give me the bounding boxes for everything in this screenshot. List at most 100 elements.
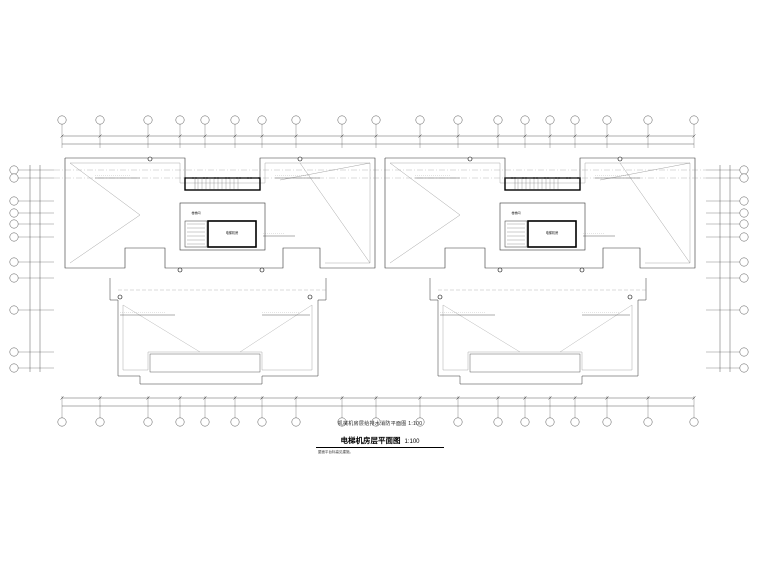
roof-slope <box>279 162 371 181</box>
axis-bubble <box>200 417 210 427</box>
axis-bubble <box>337 417 347 427</box>
dimension-tick <box>98 134 102 138</box>
drain-marker <box>497 267 503 273</box>
axis-bubble <box>453 115 463 125</box>
terrace-outline <box>109 278 327 385</box>
axis-bubble <box>643 417 653 427</box>
dimension-tick <box>573 134 577 138</box>
dimension-tick <box>418 396 422 400</box>
terrace-slope <box>442 304 521 353</box>
axis-bubble <box>415 417 425 427</box>
roof-slope <box>299 162 371 264</box>
dimension-tick <box>605 134 609 138</box>
roof-slope <box>389 214 461 264</box>
drain-marker <box>437 294 443 300</box>
dimension-tick <box>374 134 378 138</box>
axis-bubble <box>143 115 153 125</box>
axis-bubble <box>602 417 612 427</box>
axis-bubble <box>739 219 749 229</box>
stair-room-wall <box>184 220 208 248</box>
machine-room-wall <box>207 220 257 248</box>
axis-bubble <box>453 417 463 427</box>
axis-bubble <box>9 232 19 242</box>
dimension-tick <box>548 396 552 400</box>
roof-slope <box>389 162 461 216</box>
drain-marker <box>307 294 313 300</box>
axis-bubble <box>9 165 19 175</box>
drain-marker <box>467 156 473 162</box>
axis-bubble <box>291 417 301 427</box>
dimension-tick <box>646 134 650 138</box>
terrace-parapet <box>122 305 313 371</box>
drain-marker <box>297 156 303 162</box>
dimension-tick <box>146 396 150 400</box>
core-top-wall <box>184 177 261 191</box>
dimension-tick <box>233 134 237 138</box>
dimension-tick <box>233 396 237 400</box>
axis-bubble <box>257 115 267 125</box>
axis-bubble <box>371 115 381 125</box>
axis-bubble <box>493 115 503 125</box>
axis-bubble <box>9 196 19 206</box>
roof-parapet <box>390 162 691 264</box>
bottom-axis-bubbles <box>57 396 699 427</box>
axis-bubble <box>739 363 749 373</box>
terrace-slope <box>239 304 313 353</box>
drain-marker <box>617 156 623 162</box>
machine-room-wall <box>527 220 577 248</box>
core-wall <box>499 202 586 251</box>
roof-slope <box>69 214 141 264</box>
drain-marker <box>147 156 153 162</box>
top-axis-bubbles <box>57 115 699 148</box>
drain-marker <box>259 267 265 273</box>
dimension-tick <box>646 396 650 400</box>
terrace-outline <box>429 278 647 385</box>
axis-bubble <box>95 417 105 427</box>
core-top-wall <box>504 177 581 191</box>
axis-bubble <box>545 115 555 125</box>
dimension-tick <box>573 396 577 400</box>
drain-marker <box>579 267 585 273</box>
room-label-machine: 电梯机房 <box>226 230 239 235</box>
terrace-slope <box>559 304 633 353</box>
room-label-machine: 电梯机房 <box>546 230 559 235</box>
axis-bubble <box>570 115 580 125</box>
drawing-subtitle: 机械机房层给排水消防平面图 1:100 <box>337 421 423 427</box>
axis-bubble <box>739 165 749 175</box>
terrace-slope <box>122 304 201 353</box>
dimension-tick <box>374 396 378 400</box>
axis-bubble <box>9 273 19 283</box>
drain-marker <box>627 294 633 300</box>
axis-bubble <box>175 115 185 125</box>
roof-parapet <box>70 162 371 264</box>
axis-bubble <box>570 417 580 427</box>
dimension-tick <box>60 396 64 400</box>
dimension-tick <box>260 134 264 138</box>
dimension-tick <box>523 396 527 400</box>
axis-bubble <box>230 417 240 427</box>
axis-bubble <box>9 363 19 373</box>
axis-bubble <box>739 232 749 242</box>
axis-bubble <box>520 115 530 125</box>
axis-bubble <box>9 257 19 267</box>
axis-bubble <box>143 417 153 427</box>
drawing-note: 屋面平台标高见建施。 <box>318 450 353 454</box>
dimension-tick <box>260 396 264 400</box>
dimension-tick <box>146 134 150 138</box>
axis-bubble <box>689 417 699 427</box>
dimension-tick <box>60 134 64 138</box>
axis-bubble <box>415 115 425 125</box>
axis-bubble <box>493 417 503 427</box>
axis-bubble <box>257 417 267 427</box>
axis-bubble <box>643 115 653 125</box>
axis-bubble <box>200 115 210 125</box>
roof-outline <box>384 157 696 269</box>
dimension-tick <box>203 396 207 400</box>
terrace-inner <box>469 353 581 373</box>
axis-bubble <box>337 115 347 125</box>
axis-bubble <box>230 115 240 125</box>
axis-bubble <box>9 305 19 315</box>
